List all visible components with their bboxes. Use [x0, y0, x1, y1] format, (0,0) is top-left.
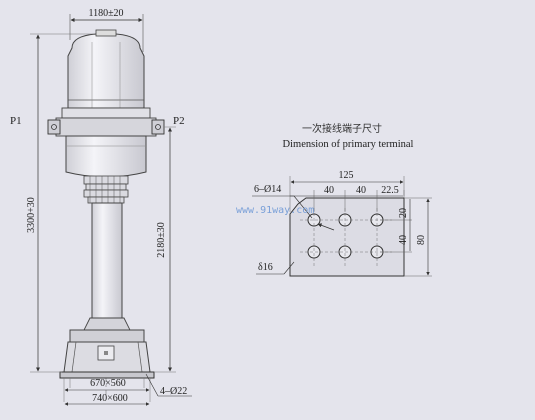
- terminal-height-dimension: 2180±30: [154, 126, 176, 373]
- terminal-flange: [55, 117, 157, 137]
- terminal-p1: [47, 119, 61, 135]
- p1-label: P1: [10, 115, 22, 127]
- head-housing: [67, 33, 145, 109]
- base-top: [69, 329, 145, 343]
- terminal-height-label: 2180±30: [156, 222, 167, 258]
- transformer-elevation: 1180±20 P1 P2 3300+30 2180±30 670×560: [10, 8, 192, 406]
- detail-title-en: Dimension of primary terminal: [283, 139, 414, 150]
- terminal-p2: [151, 119, 165, 135]
- terminal-band: [61, 107, 151, 119]
- pitch-y-label: 40: [398, 235, 409, 245]
- base-dimensions: 670×560 740×600 4–Ø22: [63, 373, 192, 406]
- insulator-column: [91, 202, 123, 326]
- hole: [307, 245, 321, 259]
- width-dim-label: 1180±20: [88, 8, 123, 19]
- total-height-dimension: 3300+30: [26, 33, 94, 373]
- thickness-label: δ16: [258, 262, 273, 273]
- hole-count-label: 6–Ø14: [254, 184, 281, 195]
- width-125-label: 125: [339, 170, 354, 181]
- total-height-label: 3300+30: [26, 197, 37, 233]
- vertical-dims: 20 40 80: [380, 197, 432, 277]
- mount-holes-label: 4–Ø22: [160, 386, 187, 397]
- column-foot: [83, 317, 131, 331]
- head-cap: [95, 29, 117, 37]
- width-dimension: 1180±20: [69, 8, 144, 52]
- edge-y-label: 20: [398, 208, 409, 218]
- hole-arrow: [317, 223, 335, 231]
- hole-pitch-dims: 40 40 22.5: [290, 185, 405, 212]
- edge-x-label: 22.5: [381, 185, 399, 196]
- shed-top-group: [83, 175, 129, 204]
- watermark: www.91way.com: [236, 205, 314, 216]
- pitch-x1-label: 40: [324, 185, 334, 196]
- height-80-label: 80: [416, 235, 427, 245]
- pitch-x2-label: 40: [356, 185, 366, 196]
- overall-width-dim: 125: [289, 170, 405, 212]
- p2-label: P2: [173, 115, 185, 127]
- detail-title-cn: 一次接线端子尺寸: [302, 122, 382, 135]
- terminal-detail: 一次接线端子尺寸 Dimension of primary terminal 1…: [236, 122, 432, 277]
- base-outer-label: 740×600: [92, 393, 128, 404]
- tank-body: [65, 135, 147, 178]
- base-mount-label: 670×560: [90, 378, 126, 389]
- base-plate: [59, 371, 155, 379]
